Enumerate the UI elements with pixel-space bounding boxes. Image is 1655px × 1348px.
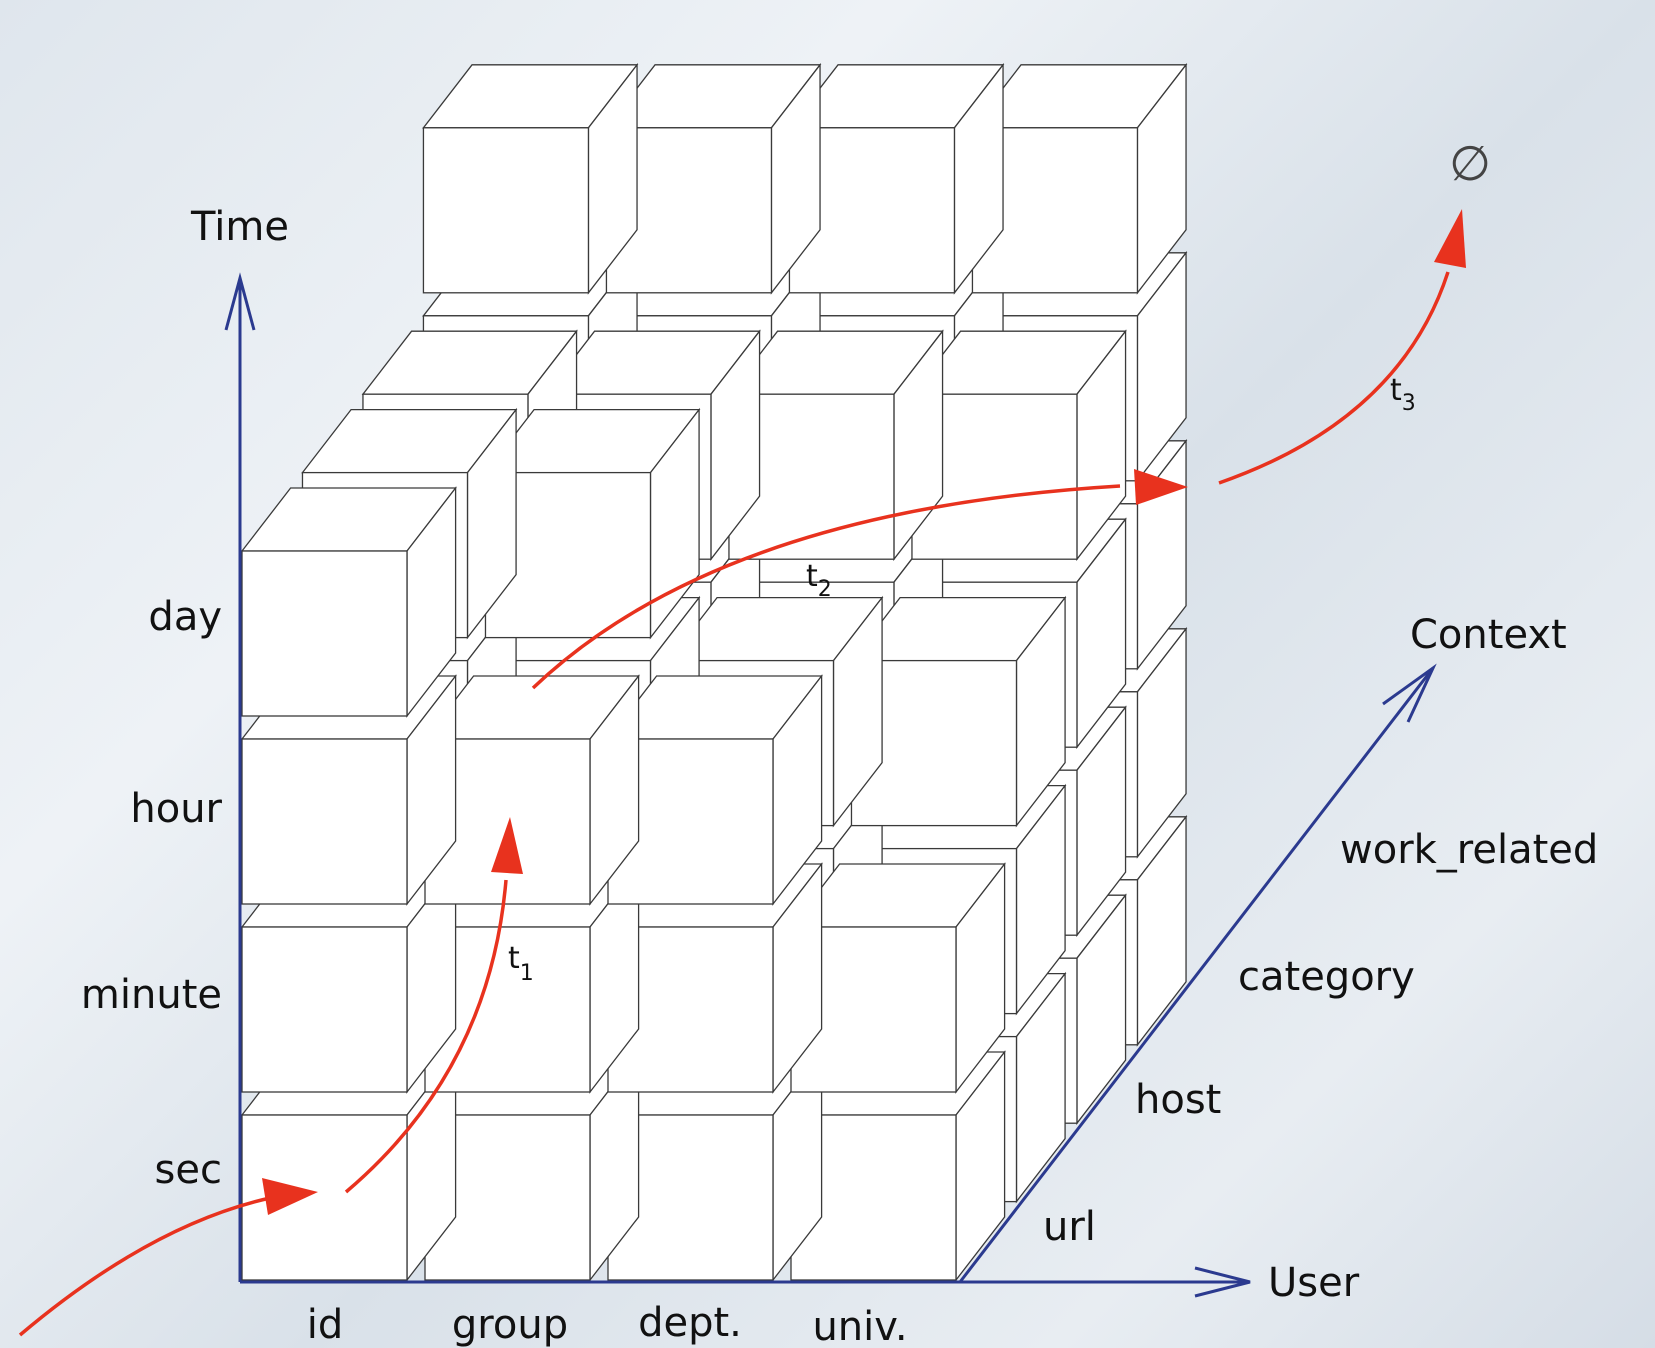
user-level-dept: dept. — [638, 1300, 742, 1346]
user-axis-label: User — [1268, 1260, 1360, 1306]
context-axis-label: Context — [1410, 612, 1567, 658]
empty-set-symbol: ∅ — [1449, 136, 1491, 192]
user-level-univ: univ. — [812, 1304, 907, 1348]
time-axis-label: Time — [190, 204, 289, 250]
time-level-sec: sec — [155, 1147, 222, 1193]
context-level-host: host — [1135, 1077, 1221, 1123]
transition-path-t2 — [531, 469, 1188, 690]
cube-l3-c1-r4 — [605, 62, 822, 295]
cube-l0-c3-r1 — [789, 862, 1006, 1094]
cube-l2-c3-r3 — [910, 329, 1127, 562]
user-axis — [240, 1266, 1251, 1298]
cube-l2-c2-r3 — [727, 329, 944, 562]
time-level-hour: hour — [130, 786, 222, 832]
context-level-work-related: work_related — [1340, 827, 1598, 873]
transition-path-t1 — [18, 817, 523, 1337]
user-level-group: group — [452, 1302, 568, 1348]
transition-label-t2: t2 — [806, 559, 832, 602]
cube-l3-c3-r4 — [971, 62, 1188, 295]
context-axis — [958, 663, 1437, 1283]
transition-label-t1: t1 — [508, 941, 534, 986]
context-level-url: url — [1043, 1204, 1096, 1250]
cube-l3-c0-r4 — [422, 62, 639, 295]
user-level-id: id — [307, 1302, 344, 1348]
time-axis — [224, 272, 256, 1282]
time-level-minute: minute — [81, 972, 222, 1018]
cube-l0-c1-r2 — [423, 674, 640, 906]
time-level-day: day — [148, 594, 222, 640]
cube-l1-c1-r3 — [484, 407, 701, 640]
cube-l1-c3-r2 — [850, 595, 1067, 828]
cube-l3-c2-r4 — [788, 62, 1005, 295]
transition-label-t3: t3 — [1390, 373, 1416, 416]
cube-l0-c0-r3 — [240, 486, 457, 718]
cube-lattice — [240, 62, 1188, 1282]
transition-path-t3 — [1218, 209, 1466, 485]
cube-l0-c2-r2 — [606, 674, 823, 906]
context-level-category: category — [1238, 954, 1415, 1000]
